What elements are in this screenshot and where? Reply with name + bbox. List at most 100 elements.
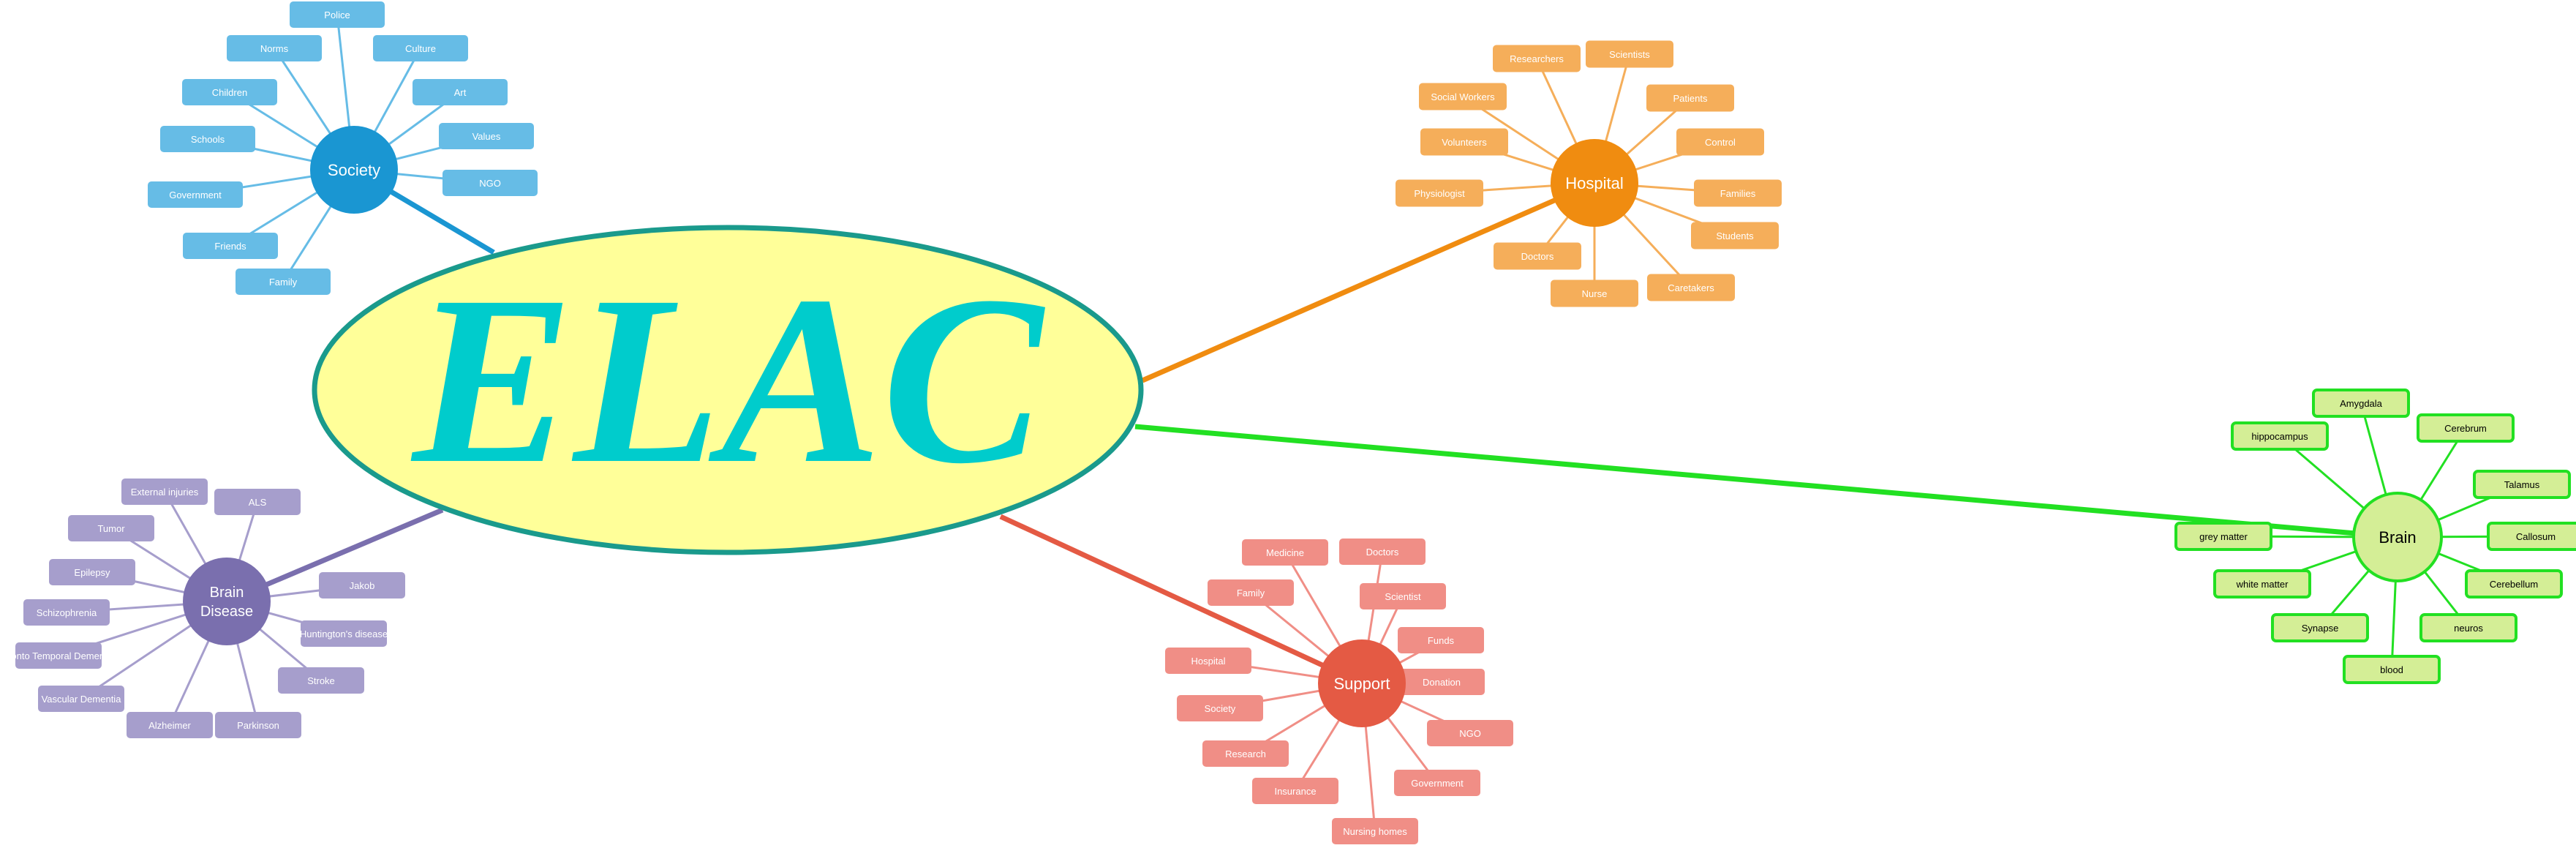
- leaf-node-brain-synapse[interactable]: Synapse: [2271, 613, 2369, 642]
- leaf-box[interactable]: [1551, 279, 1638, 307]
- leaf-box[interactable]: [319, 572, 405, 599]
- leaf-box[interactable]: [2419, 613, 2517, 642]
- hub-circle[interactable]: [1318, 639, 1406, 727]
- leaf-node-hospital-control[interactable]: Control: [1676, 128, 1764, 156]
- hub-circle[interactable]: [2352, 492, 2443, 582]
- leaf-node-brain-cerebrum[interactable]: Cerebrum: [2417, 413, 2515, 443]
- hub-node-hospital[interactable]: Hospital: [1551, 139, 1638, 227]
- leaf-box[interactable]: [1202, 740, 1289, 767]
- leaf-node-brain-disease-epilepsy[interactable]: Epilepsy: [49, 559, 135, 585]
- leaf-node-hospital-nurse[interactable]: Nurse: [1551, 279, 1638, 307]
- leaf-node-hospital-physiologist[interactable]: Physiologist: [1396, 179, 1483, 207]
- leaf-box[interactable]: [182, 79, 277, 105]
- leaf-node-brain-disease-huntington-s-disease[interactable]: Huntington's disease: [300, 620, 388, 647]
- leaf-box[interactable]: [183, 233, 278, 259]
- leaf-node-hospital-researchers[interactable]: Researchers: [1493, 45, 1581, 72]
- leaf-node-support-family[interactable]: Family: [1208, 579, 1294, 606]
- central-topic[interactable]: ELAC: [312, 225, 1144, 555]
- leaf-node-support-insurance[interactable]: Insurance: [1252, 778, 1338, 804]
- leaf-node-brain-disease-parkinson[interactable]: Parkinson: [215, 712, 301, 738]
- leaf-node-brain-grey-matter[interactable]: grey matter: [2174, 522, 2272, 551]
- leaf-box[interactable]: [38, 686, 124, 712]
- leaf-box[interactable]: [1420, 128, 1508, 156]
- leaf-box[interactable]: [2343, 655, 2441, 684]
- leaf-node-brain-disease-tumor[interactable]: Tumor: [68, 515, 154, 541]
- leaf-node-brain-disease-vascular-dementia[interactable]: Vascular Dementia: [38, 686, 124, 712]
- leaf-box[interactable]: [215, 712, 301, 738]
- leaf-node-hospital-patients[interactable]: Patients: [1646, 84, 1734, 112]
- leaf-box[interactable]: [68, 515, 154, 541]
- leaf-box[interactable]: [160, 126, 255, 152]
- leaf-node-society-police[interactable]: Police: [290, 1, 385, 28]
- leaf-box[interactable]: [236, 269, 331, 295]
- leaf-box[interactable]: [1165, 648, 1251, 674]
- leaf-box[interactable]: [2231, 421, 2329, 451]
- leaf-node-brain-callosum[interactable]: Callosum: [2487, 522, 2576, 551]
- leaf-node-support-scientist[interactable]: Scientist: [1360, 583, 1446, 609]
- leaf-box[interactable]: [1419, 83, 1507, 110]
- leaf-box[interactable]: [278, 667, 364, 694]
- leaf-node-hospital-social-workers[interactable]: Social Workers: [1419, 83, 1507, 110]
- leaf-box[interactable]: [2213, 569, 2311, 599]
- leaf-node-hospital-caretakers[interactable]: Caretakers: [1647, 274, 1735, 301]
- leaf-node-brain-white-matter[interactable]: white matter: [2213, 569, 2311, 599]
- central-topic-ellipse[interactable]: [312, 225, 1144, 555]
- leaf-box[interactable]: [1208, 579, 1294, 606]
- hub-node-society[interactable]: Society: [310, 126, 398, 214]
- leaf-box[interactable]: [1427, 720, 1513, 746]
- leaf-box[interactable]: [1394, 770, 1480, 796]
- leaf-node-support-hospital[interactable]: Hospital: [1165, 648, 1251, 674]
- leaf-box[interactable]: [49, 559, 135, 585]
- leaf-box[interactable]: [439, 123, 534, 149]
- leaf-node-hospital-families[interactable]: Families: [1694, 179, 1782, 207]
- leaf-node-brain-disease-stroke[interactable]: Stroke: [278, 667, 364, 694]
- leaf-node-society-children[interactable]: Children: [182, 79, 277, 105]
- leaf-node-support-government[interactable]: Government: [1394, 770, 1480, 796]
- leaf-box[interactable]: [290, 1, 385, 28]
- leaf-box[interactable]: [373, 35, 468, 61]
- leaf-box[interactable]: [1242, 539, 1328, 566]
- hub-circle[interactable]: [310, 126, 398, 214]
- leaf-node-brain-disease-schizophrenia[interactable]: Schizophrenia: [23, 599, 110, 626]
- leaf-node-support-nursing-homes[interactable]: Nursing homes: [1332, 818, 1418, 844]
- leaf-box[interactable]: [2417, 413, 2515, 443]
- leaf-node-brain-disease-als[interactable]: ALS: [214, 489, 301, 515]
- leaf-box[interactable]: [1493, 45, 1581, 72]
- leaf-node-brain-disease-fronto-temporal-dementia[interactable]: Fronto Temporal Dementia: [2, 642, 116, 669]
- leaf-box[interactable]: [214, 489, 301, 515]
- leaf-node-support-funds[interactable]: Funds: [1398, 627, 1484, 653]
- leaf-box[interactable]: [1396, 179, 1483, 207]
- leaf-box[interactable]: [301, 620, 387, 647]
- leaf-node-support-doctors[interactable]: Doctors: [1339, 539, 1426, 565]
- leaf-box[interactable]: [15, 642, 102, 669]
- leaf-node-support-research[interactable]: Research: [1202, 740, 1289, 767]
- leaf-box[interactable]: [442, 170, 538, 196]
- leaf-box[interactable]: [1339, 539, 1426, 565]
- leaf-box[interactable]: [1494, 242, 1581, 270]
- leaf-node-brain-cerebellum[interactable]: Cerebellum: [2465, 569, 2563, 599]
- leaf-node-society-ngo[interactable]: NGO: [442, 170, 538, 196]
- leaf-box[interactable]: [1676, 128, 1764, 156]
- leaf-node-society-friends[interactable]: Friends: [183, 233, 278, 259]
- leaf-node-society-family[interactable]: Family: [236, 269, 331, 295]
- leaf-node-society-values[interactable]: Values: [439, 123, 534, 149]
- leaf-box[interactable]: [2271, 613, 2369, 642]
- leaf-box[interactable]: [1360, 583, 1446, 609]
- hub-circle[interactable]: [183, 558, 271, 645]
- leaf-node-brain-blood[interactable]: blood: [2343, 655, 2441, 684]
- leaf-box[interactable]: [2174, 522, 2272, 551]
- leaf-node-society-culture[interactable]: Culture: [373, 35, 468, 61]
- leaf-box[interactable]: [1694, 179, 1782, 207]
- leaf-node-brain-disease-external-injuries[interactable]: External injuries: [121, 479, 208, 505]
- hub-circle[interactable]: [1551, 139, 1638, 227]
- leaf-node-hospital-volunteers[interactable]: Volunteers: [1420, 128, 1508, 156]
- leaf-box[interactable]: [413, 79, 508, 105]
- leaf-node-brain-talamus[interactable]: Talamus: [2473, 470, 2571, 499]
- leaf-node-society-norms[interactable]: Norms: [227, 35, 322, 61]
- leaf-node-brain-hippocampus[interactable]: hippocampus: [2231, 421, 2329, 451]
- leaf-node-support-donation[interactable]: Donation: [1398, 669, 1485, 695]
- leaf-box[interactable]: [1691, 222, 1779, 249]
- leaf-box[interactable]: [1177, 695, 1263, 721]
- leaf-node-brain-amygdala[interactable]: Amygdala: [2312, 389, 2410, 418]
